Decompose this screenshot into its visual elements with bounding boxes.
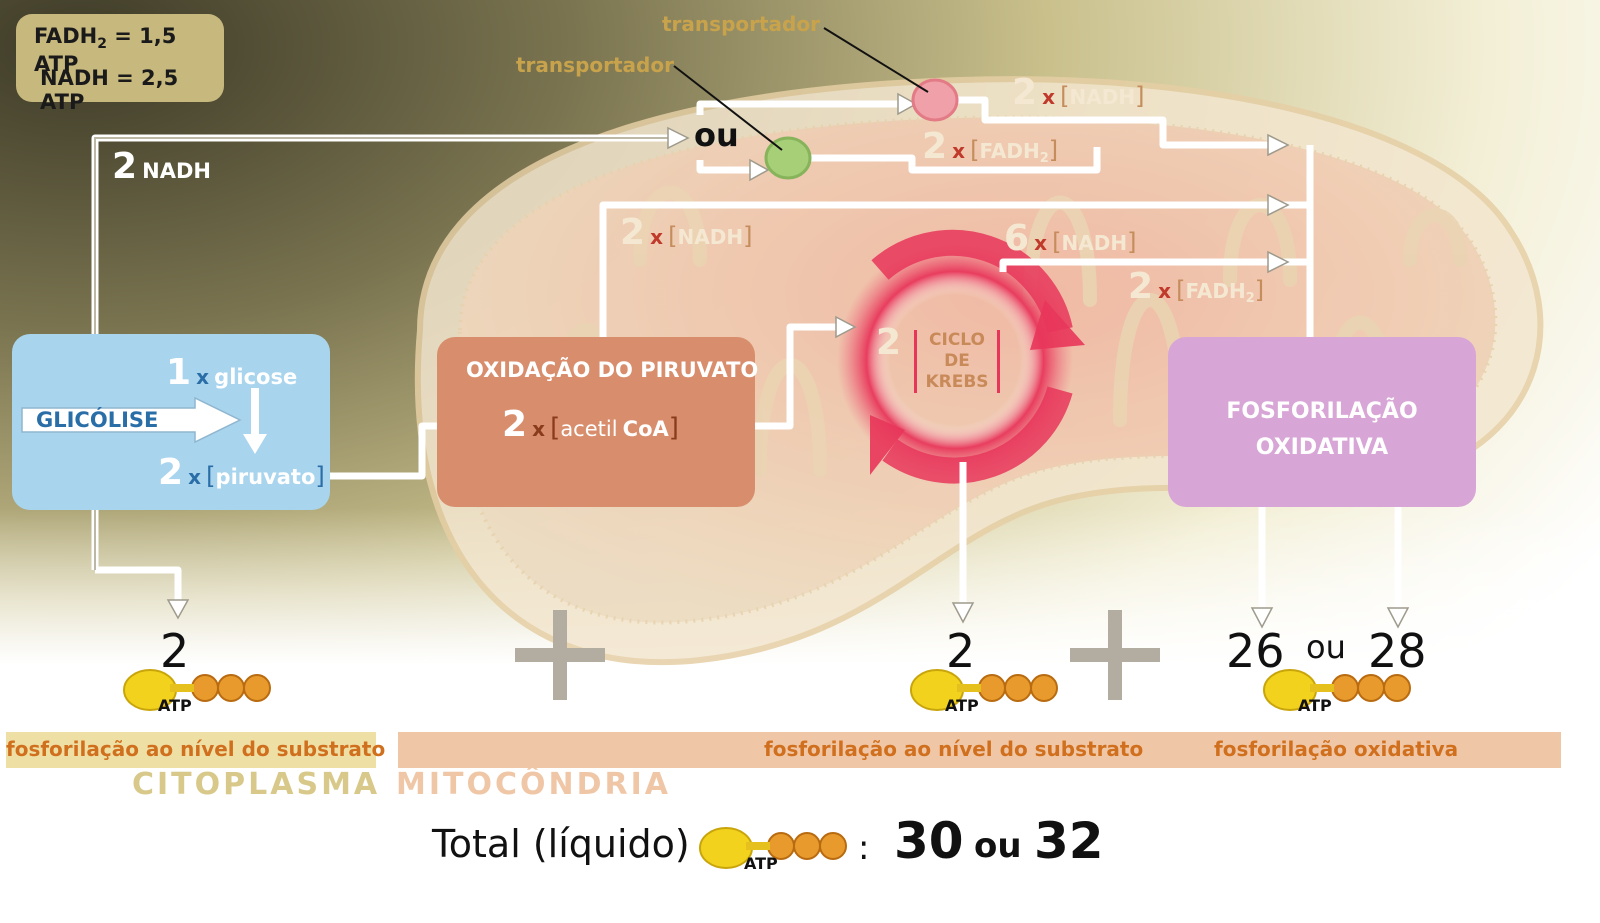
cytosol-nadh: 2 NADH — [112, 146, 211, 187]
total-atp-label: ATP — [744, 854, 778, 873]
krebs-nadh: 6 x [NADH] — [1004, 218, 1137, 259]
atp-yield-krebs: 2 — [946, 624, 976, 678]
glucose-down-arrow — [243, 388, 267, 454]
band-middle-text: fosforilação ao nível do substrato — [764, 737, 1144, 761]
total-label: Total (líquido) — [432, 822, 690, 866]
band-cytoplasm — [6, 732, 376, 768]
pyruvate-nadh: 2 x [NADH] — [620, 212, 753, 253]
legend-fadh2: FADH — [34, 24, 98, 48]
total-value-b: 32 — [1034, 812, 1104, 870]
atp-yield-oxphos-a: 26 — [1226, 624, 1285, 678]
shuttle-fadh2: 2 x [FADH2] — [922, 126, 1059, 167]
band-mitochondria — [398, 732, 1561, 768]
transporter-green — [764, 136, 812, 180]
transporter-label-mid: transportador — [516, 53, 674, 77]
ou-label: ou — [694, 116, 739, 154]
krebs-fadh2: 2 x [FADH2] — [1128, 266, 1265, 307]
pyruvate-oxidation-title: OXIDAÇÃO DO PIRUVATO — [466, 358, 759, 382]
atp-yield-ou: ou — [1306, 628, 1346, 666]
total-value-a: 30 — [894, 812, 964, 870]
atp-label-2: ATP — [945, 696, 979, 715]
atp-label-1: ATP — [158, 696, 192, 715]
atp-molecules — [123, 669, 1411, 869]
glucose-count: 1 x glicose — [166, 352, 298, 393]
legend-fadh2-sub: 2 — [97, 36, 107, 53]
total-colon: : — [858, 828, 870, 868]
plus-signs — [515, 610, 1160, 700]
krebs-count: 2 — [876, 322, 902, 363]
acetyl-coa: 2 x [acetil CoA] — [502, 404, 679, 445]
pyruvate-count: 2 x [piruvato] — [158, 452, 325, 493]
oxidative-phosphorylation-box — [1168, 337, 1476, 507]
region-mitocondria: MITOCÔNDRIA — [396, 767, 671, 802]
atp-label-3: ATP — [1298, 696, 1332, 715]
band-right-text: fosforilação oxidativa — [1214, 737, 1459, 761]
region-citoplasma: CITOPLASMA — [132, 767, 381, 802]
glycolysis-arrow — [21, 396, 242, 444]
atp-yield-glycolysis: 2 — [160, 624, 190, 678]
pyruvate-oxidation-box — [437, 337, 755, 507]
glycolysis-label: GLICÓLISE — [36, 408, 159, 432]
krebs-ring — [837, 242, 1073, 478]
atp-yield-oxphos-b: 28 — [1368, 624, 1427, 678]
band-left-text: fosforilação ao nível do substrato — [6, 737, 386, 761]
legend-nadh: NADH = 2,5 ATP — [40, 66, 179, 114]
transporter-label-top: transportador — [662, 12, 820, 36]
atp-equivalence-legend: FADH2 = 1,5 ATP NADH = 2,5 ATP — [16, 14, 224, 114]
shuttle-nadh: 2 x [NADH] — [1012, 72, 1145, 113]
legend-fadh2-value: = 1,5 ATP — [34, 24, 177, 77]
total-ou: ou — [974, 826, 1022, 866]
